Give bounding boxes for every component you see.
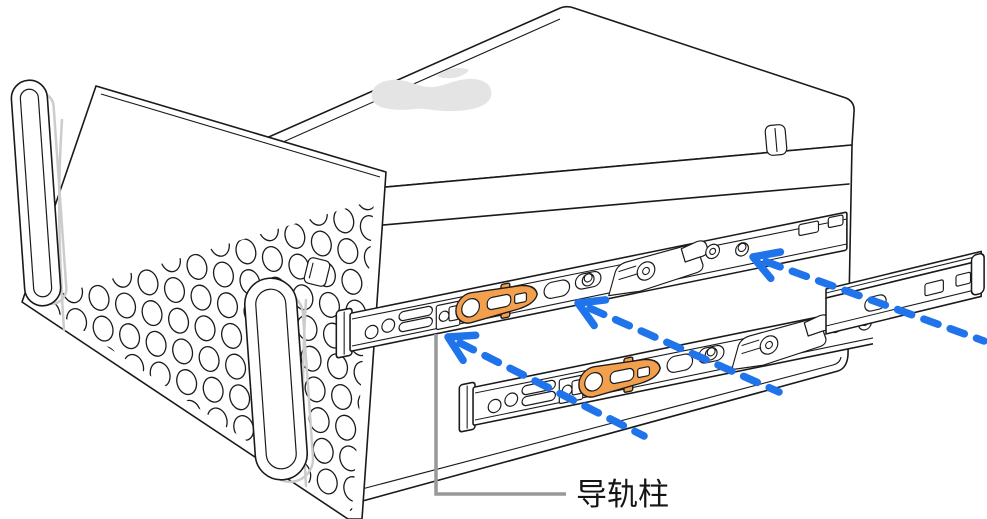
vent-hole (88, 284, 110, 311)
vent-hole (19, 352, 45, 382)
vent-hole (0, 406, 26, 436)
vent-hole (82, 430, 104, 457)
vent-hole (44, 384, 47, 411)
slide-rail-detached (825, 250, 985, 335)
vent-hole (86, 461, 108, 488)
vent-hole (163, 276, 186, 304)
vent-hole (218, 499, 240, 512)
vent-hole (225, 353, 247, 380)
vent-hole (141, 300, 163, 327)
vent-hole (318, 291, 340, 318)
vent-hole (172, 338, 194, 365)
vent-hole (245, 507, 267, 512)
vent-hole (116, 499, 138, 512)
vent-hole (78, 400, 100, 427)
vent-hole (241, 476, 263, 503)
vent-hole (304, 376, 326, 403)
vent-hole (139, 476, 161, 503)
vent-hole (47, 361, 69, 388)
alignment-arrow-icon (574, 296, 783, 396)
vent-hole (104, 407, 126, 434)
vent-hole (310, 230, 332, 257)
vent-hole (44, 415, 51, 442)
apple-logo-icon (371, 68, 492, 112)
panel-latch (303, 257, 331, 287)
vent-hole (337, 238, 359, 265)
vent-hole (90, 492, 112, 512)
vent-hole (63, 484, 85, 511)
rack-latch-slot (764, 124, 788, 156)
vent-hole (127, 384, 149, 411)
alignment-arrow-icon (444, 331, 648, 440)
vent-hole (312, 437, 334, 464)
vent-hole (4, 437, 30, 467)
callout-line (434, 334, 566, 496)
vent-hole (327, 353, 349, 380)
rail-end-cap (970, 252, 985, 296)
vent-hole (92, 315, 114, 342)
vent-hole (216, 292, 239, 319)
vent-hole (316, 468, 338, 495)
vent-hole (44, 446, 55, 473)
front-handle-left (10, 79, 68, 307)
vent-hole (143, 507, 165, 512)
vent-hole (51, 392, 73, 419)
vent-hole (108, 438, 130, 465)
vent-hole (194, 315, 216, 342)
vent-hole (341, 268, 363, 295)
vent-hole (192, 491, 214, 512)
vent-hole (198, 345, 220, 373)
vent-hole (184, 430, 206, 457)
vent-hole (9, 468, 35, 498)
front-handle-right (243, 277, 315, 484)
vent-hole (214, 468, 236, 495)
vent-hole (229, 384, 251, 411)
vent-hole (186, 253, 208, 280)
vent-hole (267, 483, 289, 511)
vent-hole (363, 245, 374, 272)
vent-hole (59, 453, 81, 480)
callout-label: 导轨柱 (576, 477, 669, 513)
vent-hole (145, 330, 167, 357)
vent-hole (157, 422, 179, 449)
vent-hole (44, 331, 65, 358)
vent-hole (190, 284, 212, 311)
vent-hole (165, 484, 187, 511)
vent-hole (261, 245, 283, 273)
vent-hole (135, 445, 157, 473)
vent-hole (131, 415, 153, 442)
chassis-inner-bottom-edge (361, 356, 842, 490)
alignment-arrows (444, 248, 987, 440)
vent-hole (176, 369, 198, 396)
vent-hole (168, 513, 194, 519)
vent-hole (335, 414, 357, 441)
vent-hole (269, 513, 295, 519)
vent-hole (331, 383, 353, 411)
vent-hole (168, 307, 190, 334)
vent-hole (74, 369, 96, 396)
vent-hole (66, 513, 92, 519)
vent-hole (212, 261, 234, 288)
vent-hole (44, 507, 63, 512)
vent-hole (44, 476, 59, 504)
vent-hole (161, 453, 183, 480)
vent-hole (13, 498, 39, 519)
vent-hole (202, 376, 224, 403)
vent-hole (137, 269, 159, 296)
vent-hole (15, 322, 41, 352)
vent-hole (188, 461, 210, 488)
vent-hole (100, 376, 122, 404)
vent-hole (221, 322, 243, 349)
vent-hole (115, 292, 137, 319)
vent-hole (112, 469, 134, 496)
callout: 导轨柱 (434, 334, 669, 513)
vent-hole (119, 323, 141, 350)
alignment-arrow-icon (749, 248, 987, 345)
vent-hole (55, 423, 77, 450)
